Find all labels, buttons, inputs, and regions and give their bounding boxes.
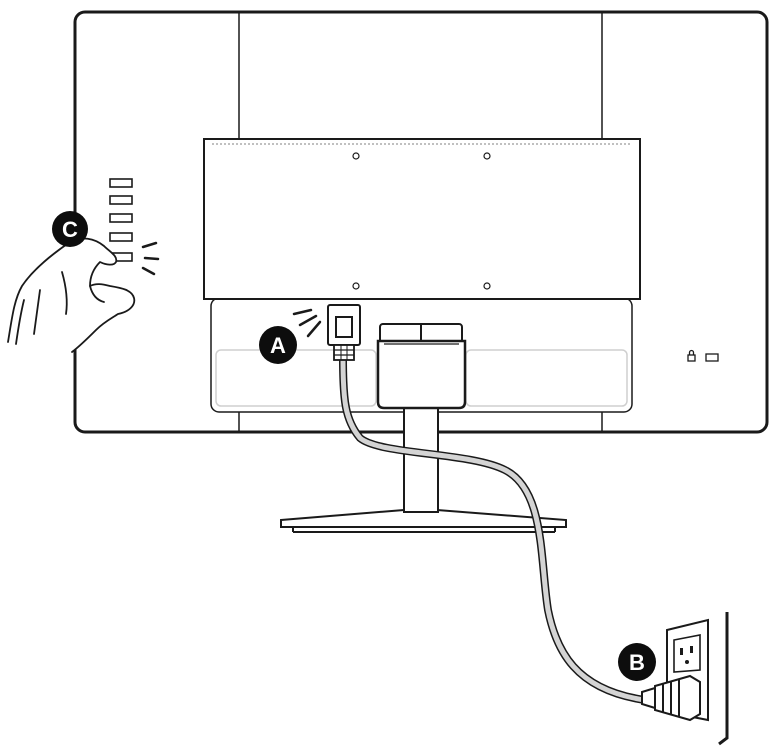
- power-plug-face: [335, 316, 353, 338]
- callout-b-badge: [618, 643, 656, 681]
- callout-a-badge: [259, 326, 297, 364]
- button-press-lines: [141, 241, 160, 276]
- control-buttons: [109, 178, 133, 262]
- mount-plate-outline: [203, 138, 641, 300]
- vesa-mount-plate: [203, 138, 641, 300]
- security-slot: [705, 353, 719, 362]
- power-plug-strain-relief: [333, 344, 355, 361]
- power-cable-fill: [340, 355, 648, 703]
- vesa-screw-hole: [483, 282, 491, 290]
- stand-hinge: [376, 323, 467, 410]
- callout-c-label: C: [62, 217, 78, 242]
- control-button-1[interactable]: [109, 178, 133, 188]
- connector-motion-lines: [292, 308, 322, 338]
- hand-icon: [7, 237, 136, 353]
- vesa-screw-hole: [483, 152, 491, 160]
- vesa-screw-hole: [352, 282, 360, 290]
- wall-plug: [641, 674, 701, 722]
- power-cable: [339, 354, 649, 704]
- power-connector: [327, 304, 361, 361]
- control-button-4[interactable]: [109, 232, 133, 242]
- callout-c: C: [52, 211, 88, 247]
- callout-a-label: A: [270, 333, 286, 358]
- callout-b: B: [618, 643, 656, 681]
- kensington-lock-area: [687, 349, 719, 362]
- outlet-ground-hole: [685, 660, 689, 664]
- callout-a: A: [259, 326, 297, 364]
- hinge-clamp: [376, 339, 467, 410]
- callout-b-label: B: [629, 650, 645, 675]
- outlet-socket: [673, 634, 701, 673]
- wall-edge: [718, 612, 729, 746]
- wall-outlet: [666, 612, 729, 746]
- control-button-2[interactable]: [109, 195, 133, 205]
- wall-plug-body: [654, 674, 701, 722]
- vesa-screw-hole: [352, 152, 360, 160]
- outlet-slot: [690, 646, 693, 653]
- callout-c-badge: [52, 211, 88, 247]
- lock-icon: [687, 349, 696, 362]
- outlet-slot: [680, 648, 683, 655]
- wall-plug-strain-relief: [641, 686, 656, 710]
- control-button-3[interactable]: [109, 213, 133, 223]
